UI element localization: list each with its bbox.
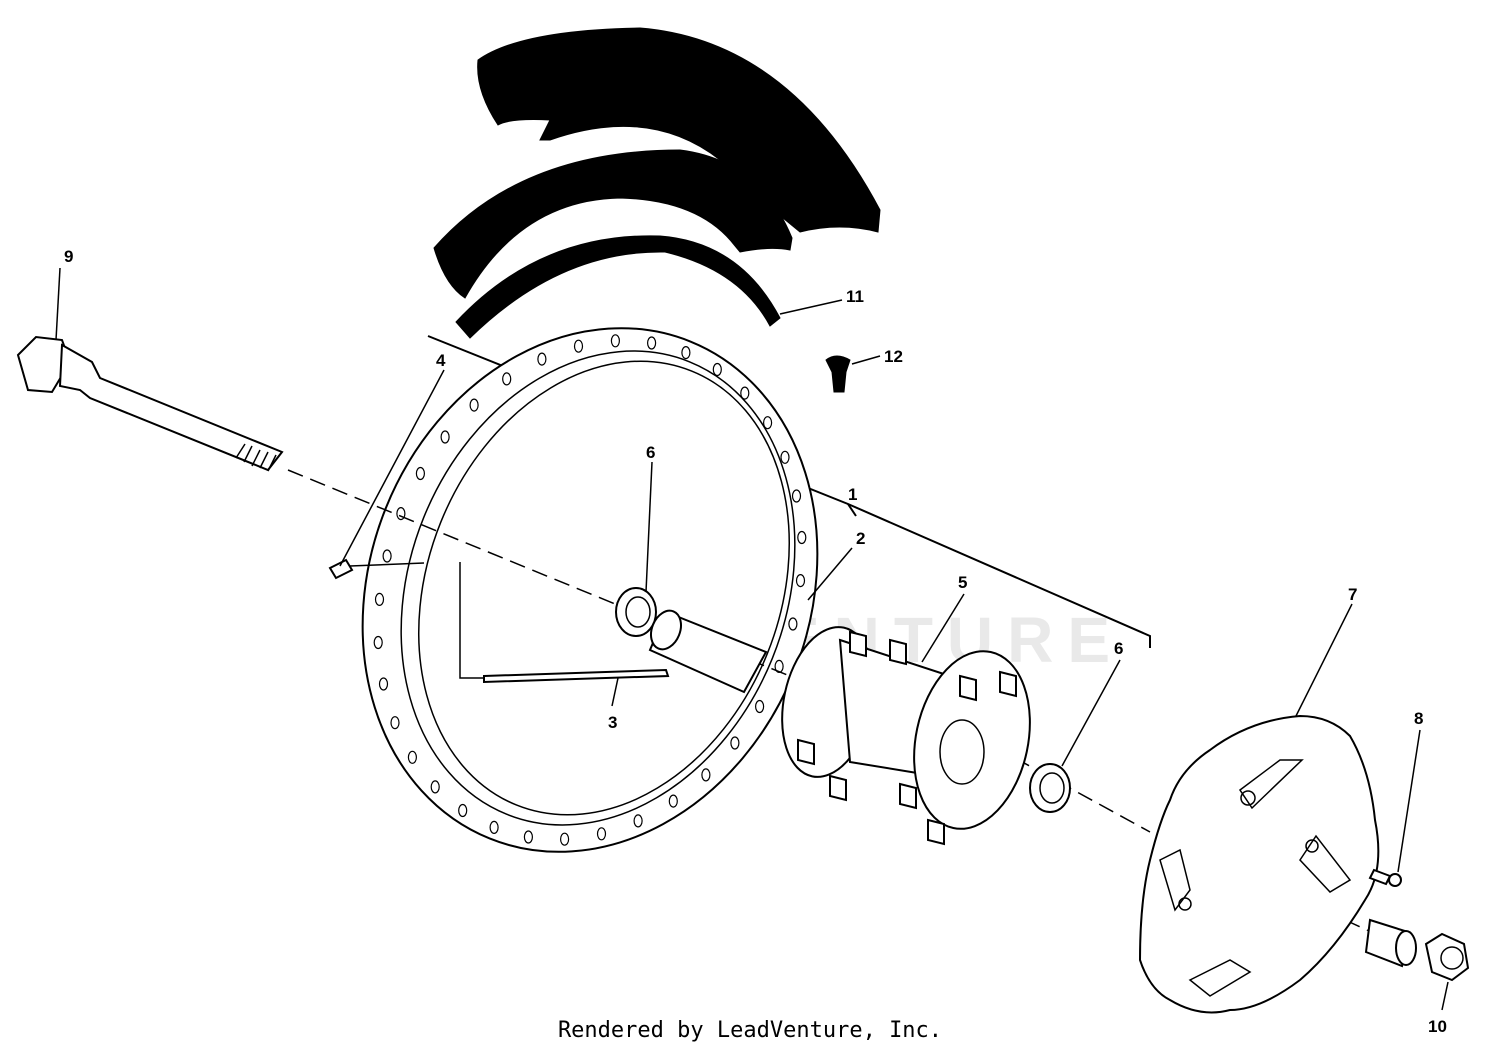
brake-disc — [1138, 714, 1380, 1014]
rim-spoke-hole — [373, 635, 383, 650]
rim-spoke-hole — [780, 450, 790, 464]
tire — [477, 27, 881, 233]
callout-1: 1 — [848, 485, 857, 504]
callout-8: 8 — [1414, 709, 1423, 728]
rim-spoke-hole — [559, 832, 570, 846]
callout-9: 9 — [64, 247, 73, 266]
callout-5: 5 — [958, 573, 967, 592]
axle — [16, 335, 284, 472]
callouts: 9 4 6 1 2 5 6 7 8 3 10 11 12 — [64, 247, 1447, 1036]
rim-holes — [373, 334, 807, 846]
disc-bolt — [1368, 868, 1402, 887]
rim-spoke-hole — [788, 617, 798, 631]
rim-spoke-hole — [415, 466, 425, 481]
callout-12: 12 — [884, 347, 903, 366]
rim-spoke-hole — [791, 489, 802, 503]
rim-spoke-hole — [430, 780, 440, 794]
rim-spoke-hole — [701, 768, 711, 782]
rim-spoke-hole — [407, 750, 417, 764]
rim-spoke-hole — [378, 677, 389, 691]
rim-spoke-hole — [489, 820, 499, 835]
callout-2: 2 — [856, 529, 865, 548]
rim-spoke-hole — [382, 549, 392, 563]
callout-6-left: 6 — [646, 443, 655, 462]
leader-lines — [55, 267, 1449, 1011]
rim-spoke-hole — [633, 814, 643, 828]
rendered-by-credit: Rendered by LeadVenture, Inc. — [557, 1018, 943, 1043]
rim-spoke-hole — [573, 339, 584, 353]
callout-6-right: 6 — [1114, 639, 1123, 658]
rim-spoke-hole — [668, 794, 678, 808]
valve-cap — [825, 355, 881, 393]
rim-spoke-hole — [795, 573, 806, 588]
callout-7: 7 — [1348, 585, 1357, 604]
bearing-right — [1029, 763, 1071, 813]
rim-spoke-hole — [681, 346, 691, 360]
rim-spoke-hole — [754, 699, 765, 714]
axle-spacer — [1364, 918, 1417, 968]
callout-3: 3 — [608, 713, 617, 732]
rim-spoke-hole — [712, 362, 722, 377]
inner-tube — [433, 149, 793, 299]
axle-nut — [1424, 932, 1470, 982]
spoke-nipple — [328, 558, 425, 580]
callout-11: 11 — [846, 287, 864, 306]
bearing-left — [615, 587, 657, 637]
rim-spoke-hole — [596, 827, 607, 841]
rim-spoke-hole — [523, 830, 534, 844]
rim-spoke-hole — [390, 716, 400, 730]
rim-spoke-hole — [537, 352, 547, 366]
callout-10: 10 — [1428, 1017, 1447, 1036]
rim-spoke-hole — [440, 430, 450, 444]
rim-spoke-hole — [730, 736, 740, 750]
spacer-tube — [648, 609, 768, 694]
rim-spoke-hole — [610, 334, 621, 348]
rim-spoke-hole — [646, 336, 657, 350]
rim-spoke-hole — [762, 416, 773, 430]
rim-spoke-hole — [374, 592, 385, 607]
rim-spoke-hole — [458, 803, 468, 818]
hub — [781, 626, 1031, 846]
rim-spoke-hole — [502, 372, 512, 386]
assembly-bracket-tick — [847, 503, 857, 517]
callout-4: 4 — [436, 351, 446, 370]
rim-strip — [455, 235, 781, 339]
rim-spoke-hole — [469, 398, 479, 412]
rim-spoke-hole — [797, 530, 807, 545]
rim — [361, 327, 819, 853]
spoke — [459, 562, 670, 684]
rim-spoke-hole — [740, 386, 750, 400]
